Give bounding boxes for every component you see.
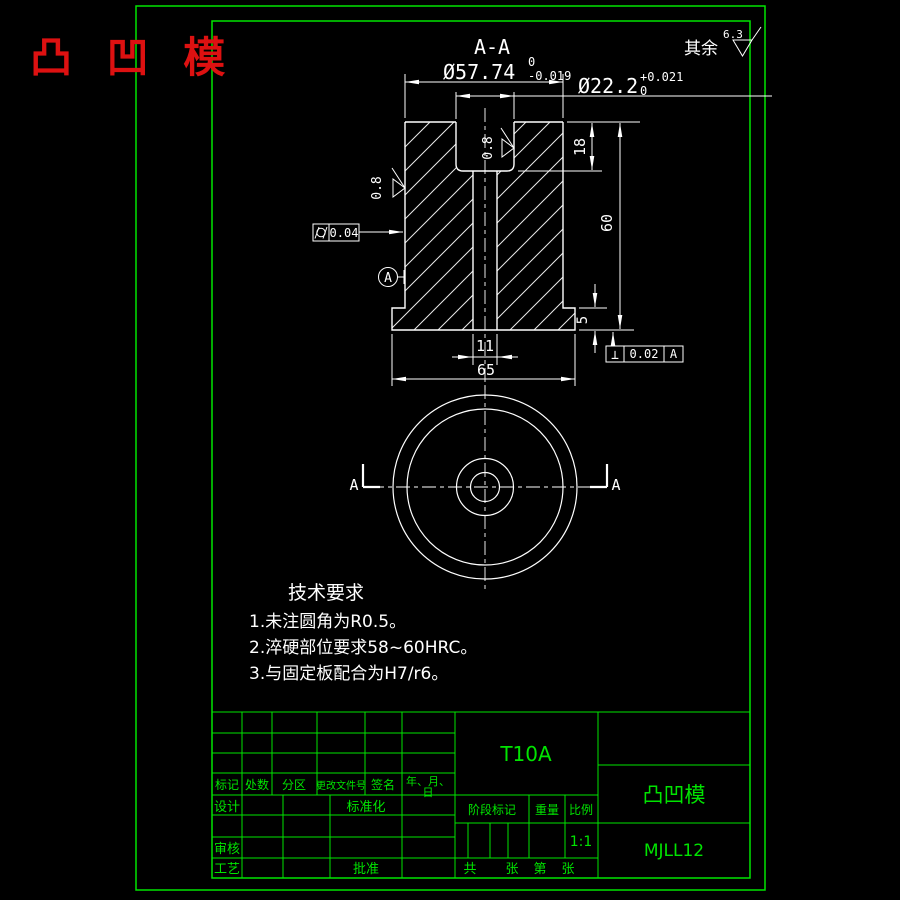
tech-requirements-title: 技术要求	[288, 582, 364, 604]
dim-bore-dia-tol-lower: 0	[640, 84, 647, 98]
scale-value: 1:1	[570, 834, 593, 850]
gdt-cylindricity-frame: 0.04	[312, 223, 403, 242]
label-sheet1: 张	[505, 862, 518, 877]
title-block: 标记 处数 分区 更改文件号 签名 年、月、 日 设计 标准化 审核 工艺 批准…	[212, 711, 750, 878]
hatch-area-right	[497, 122, 575, 330]
label-change-doc: 更改文件号	[316, 779, 366, 792]
dim-step-height: 5	[575, 316, 591, 324]
dim-pocket-depth: 18	[571, 138, 589, 156]
label-weight: 重量	[535, 803, 559, 817]
label-design: 设计	[214, 800, 240, 815]
general-roughness-prefix: 其余	[684, 39, 718, 59]
label-count: 处数	[245, 777, 269, 792]
cut-label-left: A	[349, 476, 358, 494]
label-ordinal: 第	[533, 862, 546, 877]
tech-requirements: 技术要求 1.未注圆角为R0.5。 2.淬硬部位要求58~60HRC。 3.与固…	[249, 582, 477, 684]
roughness-left: 0.8	[370, 167, 406, 200]
cutting-plane-marks	[361, 464, 609, 489]
roughness-triangle-icon	[732, 26, 762, 57]
cylindricity-icon	[314, 226, 328, 239]
roughness-check-icon	[500, 127, 515, 158]
drawing-number: MJLL12	[644, 841, 704, 861]
label-total: 共	[463, 862, 476, 877]
label-date-line2: 日	[423, 786, 434, 799]
material-value: T10A	[499, 742, 552, 766]
datum-label: A	[384, 271, 392, 286]
paper-frames	[135, 5, 766, 891]
cut-label-right: A	[611, 476, 620, 494]
perpendicularity-icon: ⊥	[611, 348, 619, 363]
dim-bore-dia-tol-upper: +0.021	[640, 70, 683, 84]
dim-outer-dia-tol-lower: -0.019	[528, 69, 571, 83]
tech-requirement-item: 2.淬硬部位要求58~60HRC。	[249, 638, 477, 658]
general-roughness-value: 6.3	[723, 28, 743, 41]
roughness-pocket-value: 0.8	[481, 136, 496, 159]
dim-outer-dia-value: Ø57.74	[443, 60, 515, 84]
outer-frame	[135, 5, 766, 891]
plan-view: A A	[349, 385, 621, 590]
roughness-left-value: 0.8	[370, 176, 385, 199]
perpendicularity-datum: A	[670, 347, 678, 361]
dim-outer-dia-tol-upper: 0	[528, 55, 535, 69]
dimension-lines	[392, 79, 772, 382]
label-scale: 比例	[569, 803, 593, 817]
cylindricity-value: 0.04	[330, 226, 359, 240]
roughness-check-icon	[391, 167, 406, 198]
label-date-line1: 年、月、	[406, 774, 450, 788]
dim-slot-width: 11	[476, 337, 494, 355]
dim-total-height: 60	[598, 214, 616, 232]
tech-requirement-item: 1.未注圆角为R0.5。	[249, 612, 406, 632]
label-standardization: 标准化	[346, 800, 385, 815]
dim-bore-dia-value: Ø22.2	[578, 74, 638, 98]
roughness-pocket: 0.8	[481, 127, 515, 160]
label-process: 工艺	[214, 862, 240, 877]
general-roughness-note: 其余 6.3	[684, 26, 762, 59]
label-zone: 分区	[282, 778, 306, 792]
inner-frame	[211, 20, 751, 879]
hatch-area-left	[392, 122, 473, 330]
label-signature: 签名	[371, 777, 395, 792]
tech-requirement-item: 3.与固定板配合为H7/r6。	[249, 664, 448, 684]
drawing-title: 凸 凹 模	[30, 33, 235, 82]
label-approve: 批准	[353, 862, 379, 877]
section-view: A-A Ø57.74 0 -0.019 Ø22.2 +0.021 0 18 60…	[312, 35, 772, 390]
label-stage-mark: 阶段标记	[468, 802, 516, 817]
section-label: A-A	[474, 35, 510, 59]
gdt-perpendicularity-frame: ⊥ 0.02 A	[605, 332, 684, 363]
title-block-grid	[212, 711, 750, 878]
label-review: 审核	[214, 842, 240, 857]
label-sheet2: 张	[561, 862, 574, 877]
datum-a-symbol: A	[378, 267, 405, 287]
dim-total-width: 65	[477, 361, 495, 379]
part-name: 凸凹模	[643, 783, 706, 807]
perpendicularity-value: 0.02	[630, 347, 659, 361]
label-mark: 标记	[215, 778, 239, 792]
